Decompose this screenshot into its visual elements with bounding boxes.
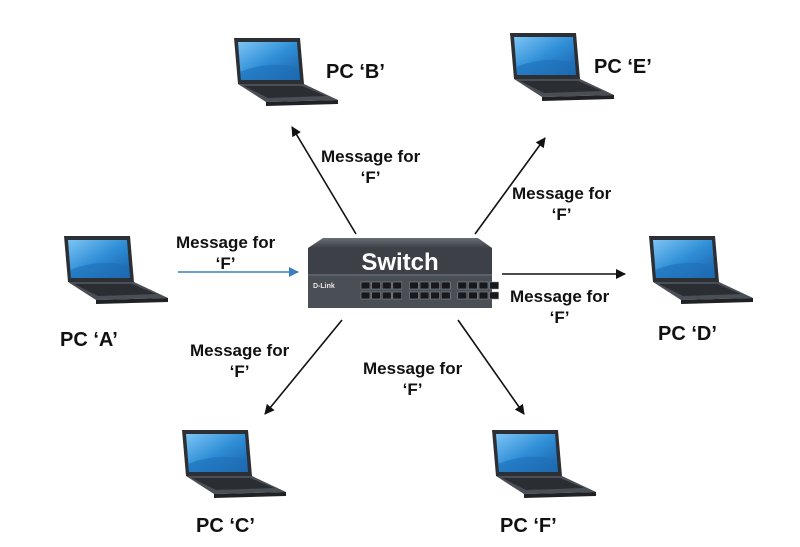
message-label-a: Message for ‘F’	[176, 232, 275, 275]
message-text: Message for	[190, 341, 290, 360]
switch-port	[392, 281, 403, 290]
pc-label-d: PC ‘D’	[658, 323, 717, 345]
arrow-switch-to-b	[291, 126, 357, 235]
switch-port	[489, 291, 499, 300]
message-label-d: Message for ‘F’	[510, 286, 609, 329]
network-switch: D-Link Switch	[308, 238, 499, 308]
switch-ports	[360, 281, 499, 300]
message-text: Message for	[363, 359, 463, 378]
message-target: ‘F’	[551, 205, 572, 225]
switch-port	[457, 291, 468, 300]
switch-port	[478, 291, 489, 300]
message-label-c: Message for ‘F’	[190, 340, 289, 383]
message-text: Message for	[510, 287, 610, 306]
message-target: ‘F’	[360, 168, 381, 188]
laptop-pc-a	[64, 236, 168, 304]
switch-port	[489, 281, 499, 290]
message-target: ‘F’	[229, 362, 250, 382]
pc-label-a: PC ‘A’	[60, 329, 118, 351]
switch-port	[419, 281, 430, 290]
pc-label-e: PC ‘E’	[594, 56, 652, 78]
laptop-pc-d	[649, 236, 753, 304]
message-text: Message for	[321, 147, 421, 166]
switch-port	[371, 291, 381, 300]
pc-label-c: PC ‘C’	[196, 515, 255, 537]
laptop-pc-b	[234, 38, 338, 106]
switch-port	[440, 281, 451, 290]
switch-port	[468, 291, 478, 300]
switch-port	[360, 291, 371, 300]
switch-port	[409, 281, 419, 290]
switch-port	[440, 291, 451, 300]
switch-port	[457, 281, 468, 290]
switch-port	[381, 291, 392, 300]
laptop-pc-f	[492, 430, 596, 498]
message-target: ‘F’	[402, 380, 423, 400]
switch-port	[430, 281, 440, 290]
switch-brand: D-Link	[313, 283, 335, 290]
arrow-switch-to-e	[474, 137, 546, 235]
laptop-pc-c	[182, 430, 286, 498]
switch-port	[419, 291, 430, 300]
switch-port	[430, 291, 440, 300]
pc-label-b: PC ‘B’	[326, 61, 385, 83]
message-text: Message for	[512, 184, 612, 203]
switch-port	[468, 281, 478, 290]
switch-port	[392, 291, 403, 300]
switch-port	[371, 281, 381, 290]
message-label-f: Message for ‘F’	[363, 358, 462, 401]
switch-port	[381, 281, 392, 290]
switch-label: Switch	[361, 249, 438, 276]
message-target: ‘F’	[549, 308, 570, 328]
message-text: Message for	[176, 233, 276, 252]
message-target: ‘F’	[215, 254, 236, 274]
pc-label-f: PC ‘F’	[500, 515, 557, 537]
arrow-switch-to-f	[457, 319, 525, 415]
message-label-b: Message for ‘F’	[321, 146, 420, 189]
arrow-switch-to-c	[264, 319, 343, 415]
switch-port	[360, 281, 371, 290]
message-label-e: Message for ‘F’	[512, 183, 611, 226]
switch-port	[478, 281, 489, 290]
switch-port	[409, 291, 419, 300]
